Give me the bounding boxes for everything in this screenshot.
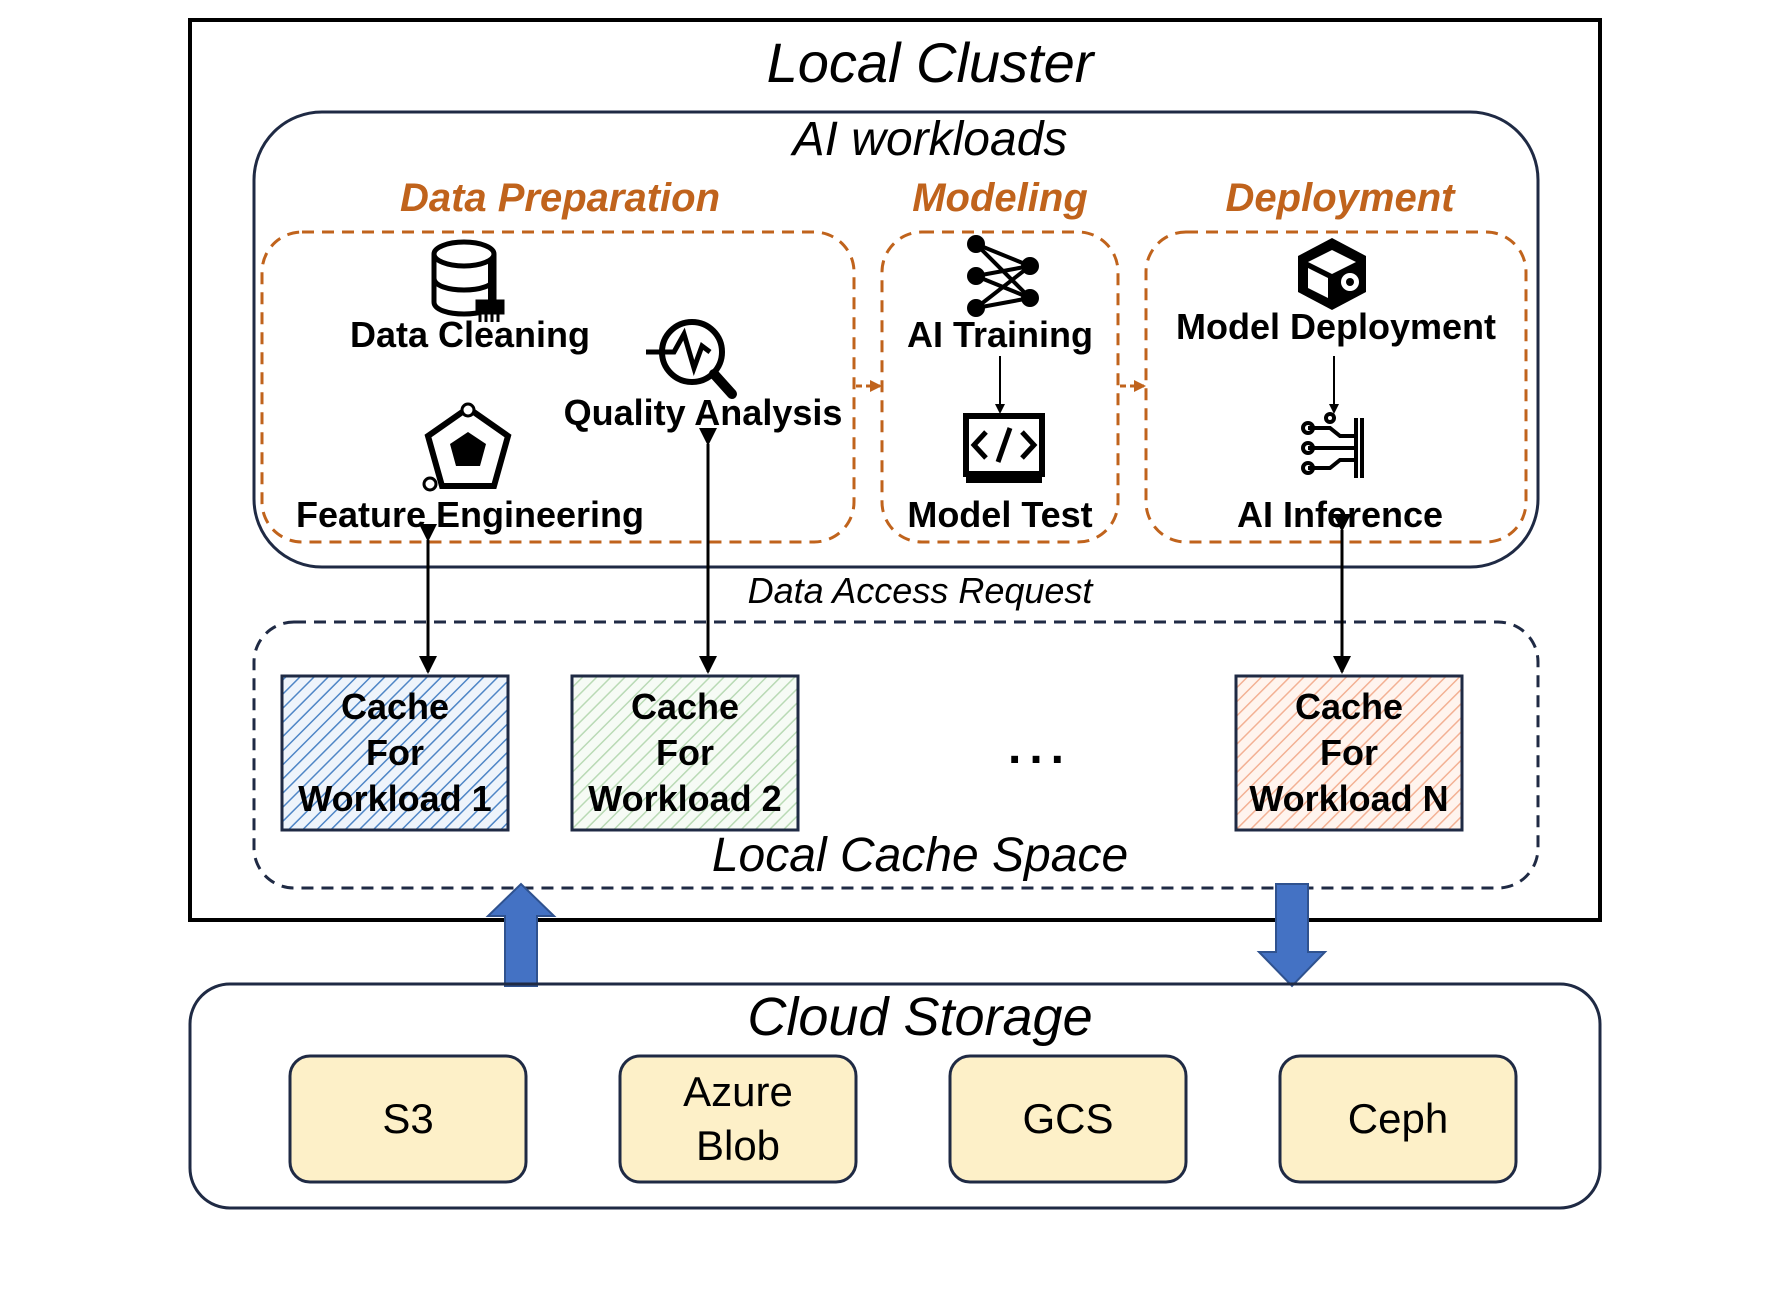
cloud-storage-box [188, 982, 1602, 1210]
store-box-s3 [288, 1054, 528, 1184]
cache-1-line2: For [366, 732, 424, 773]
database-cleaning-icon [431, 239, 505, 322]
cache-n-line2: For [1320, 732, 1378, 773]
cache-box-n [1234, 674, 1464, 832]
store-label-s3: S3 [290, 1056, 526, 1182]
store-label-azure: Azure Blob [620, 1056, 856, 1182]
local-cache-space-box [252, 620, 1540, 890]
store-box-ceph [1278, 1054, 1518, 1184]
cache-1-line1: Cache [340, 686, 450, 727]
store-s3-line1: S3 [382, 1095, 434, 1142]
modeling-title: Modeling [912, 176, 1088, 220]
feature-engineering-icon [422, 402, 512, 492]
cache-label-n: Cache For Workload N [1236, 676, 1462, 830]
store-azure-line1: Azure [683, 1068, 793, 1115]
store-gcs-line1: GCS [1022, 1095, 1114, 1142]
cache-n-line3: Workload N [1249, 778, 1449, 819]
data-cleaning-label: Data Cleaning [349, 314, 591, 355]
cache-label-2: Cache For Workload 2 [572, 676, 798, 830]
ai-workloads-title: AI workloads [792, 113, 1068, 166]
cache-2-line1: Cache [630, 686, 740, 727]
model-test-label: Model Test [907, 494, 1093, 535]
data-preparation-title: Data Preparation [399, 176, 721, 220]
cache-n-line1: Cache [1294, 686, 1404, 727]
local-cluster-title: Local Cluster [766, 31, 1094, 94]
local-cache-space-title: Local Cache Space [711, 829, 1129, 882]
circuit-inference-icon [1301, 412, 1364, 478]
data-access-request-label: Data Access Request [747, 570, 1093, 611]
ai-training-label: AI Training [906, 314, 1093, 355]
cloud-storage-title: Cloud Storage [747, 987, 1093, 1047]
store-azure-line2: Blob [695, 1122, 781, 1169]
quality-analysis-label: Quality Analysis [563, 392, 843, 433]
modeling-box [880, 230, 1120, 544]
neural-network-icon [967, 235, 1039, 317]
cache-label-1: Cache For Workload 1 [282, 676, 508, 830]
cache-2-line2: For [656, 732, 714, 773]
code-monitor-icon [963, 413, 1045, 483]
store-ceph-line1: Ceph [1347, 1095, 1449, 1142]
cache-box-2 [570, 674, 800, 832]
store-label-ceph: Ceph [1280, 1056, 1516, 1182]
model-deployment-label: Model Deployment [1175, 306, 1497, 347]
feature-engineering-label: Feature Engineering [295, 494, 645, 535]
cache-2-line3: Workload 2 [588, 778, 782, 819]
download-arrow [1256, 883, 1328, 988]
quality-analysis-icon [646, 319, 737, 399]
deployment-title: Deployment [1225, 176, 1455, 220]
store-label-gcs: GCS [950, 1056, 1186, 1182]
store-box-gcs [948, 1054, 1188, 1184]
package-deploy-icon [1298, 238, 1366, 310]
cache-ellipsis: ... [1007, 721, 1072, 774]
data-preparation-box [260, 230, 856, 544]
ai-workloads-box [252, 110, 1540, 569]
ai-inference-label: AI Inference [1236, 494, 1444, 535]
cache-1-line3: Workload 1 [298, 778, 492, 819]
store-box-azure [618, 1054, 858, 1184]
upload-arrow [485, 882, 557, 987]
local-cluster-box [188, 18, 1602, 922]
cache-box-1 [280, 674, 510, 832]
